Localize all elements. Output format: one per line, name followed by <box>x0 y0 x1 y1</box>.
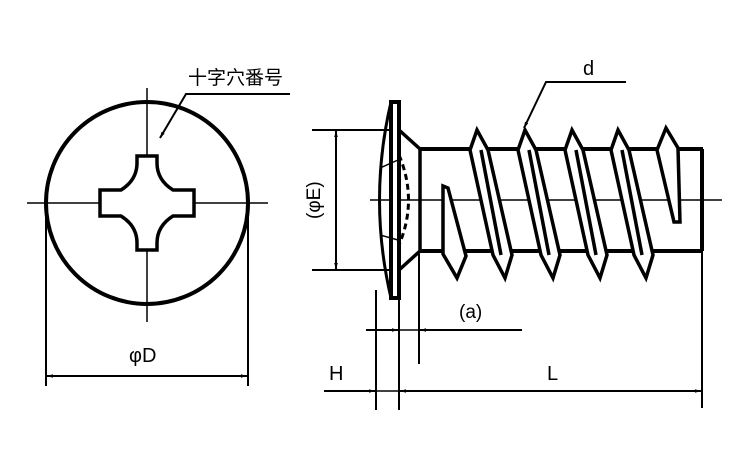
screw-side-view <box>312 81 722 410</box>
recess-leader-line <box>159 93 290 139</box>
thread-diameter-leader <box>523 81 626 129</box>
head-circle <box>44 100 250 306</box>
recess-number-label: 十字穴番号 <box>188 67 284 89</box>
head-height-label: H <box>329 363 344 385</box>
thread-flights <box>441 124 682 283</box>
countersink-diameter-text: (φE) <box>304 181 325 219</box>
head-top-view <box>27 88 290 386</box>
recess-depth-label: (a) <box>459 302 483 323</box>
length-label: L <box>547 363 559 385</box>
head-diameter-label: φD <box>129 345 157 367</box>
cross-recess-icon <box>98 154 196 252</box>
head-dome <box>378 101 393 299</box>
countersink-diameter-label: (φE) <box>304 181 325 219</box>
head-plate <box>389 100 401 300</box>
thread-diameter-label: d <box>583 58 595 80</box>
recess-hidden-line <box>397 154 410 246</box>
countersink-taper <box>397 128 422 272</box>
